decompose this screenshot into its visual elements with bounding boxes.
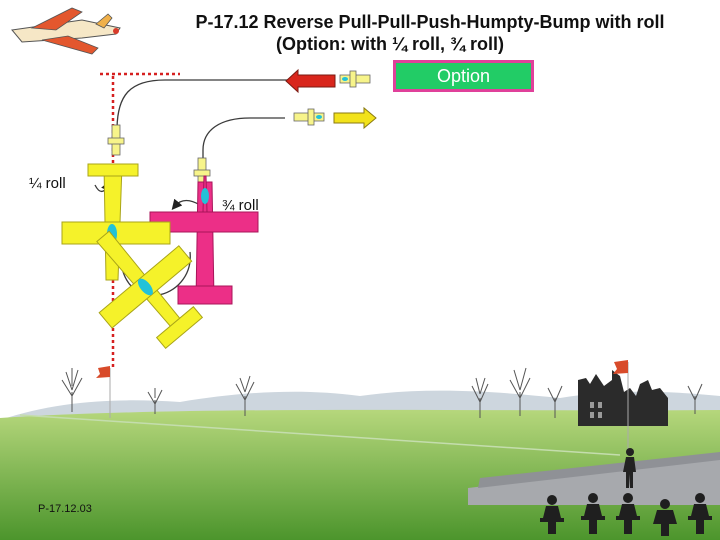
quarter-roll-label: ¼ roll (29, 175, 66, 192)
plane-icon (107, 124, 125, 156)
figure-code: P-17.12.03 (38, 503, 92, 515)
pilot-icon (623, 448, 636, 488)
three-quarter-roll-label: ¾ roll (222, 197, 259, 214)
red-arrow-left-icon (285, 68, 336, 94)
flag-icon (613, 360, 629, 452)
page-title: P-17.12 Reverse Pull-Pull-Push-Humpty-Bu… (195, 12, 665, 32)
yellow-arrow-right-icon (333, 106, 377, 130)
airplane-logo-icon (11, 7, 121, 55)
plane-icon (293, 108, 325, 126)
runway (468, 458, 720, 505)
plane-icon (339, 70, 371, 88)
grass-field (0, 409, 720, 540)
judge-icon (540, 493, 712, 536)
page-subtitle: (Option: with ¼ roll, ¾ roll) (276, 34, 504, 54)
flag-icon (96, 366, 111, 418)
option-button[interactable]: Option (393, 60, 534, 92)
tree-icon (61, 367, 703, 418)
pink-plane (149, 175, 259, 305)
box-line (19, 414, 621, 456)
yellow-plane-rolling (96, 230, 204, 350)
